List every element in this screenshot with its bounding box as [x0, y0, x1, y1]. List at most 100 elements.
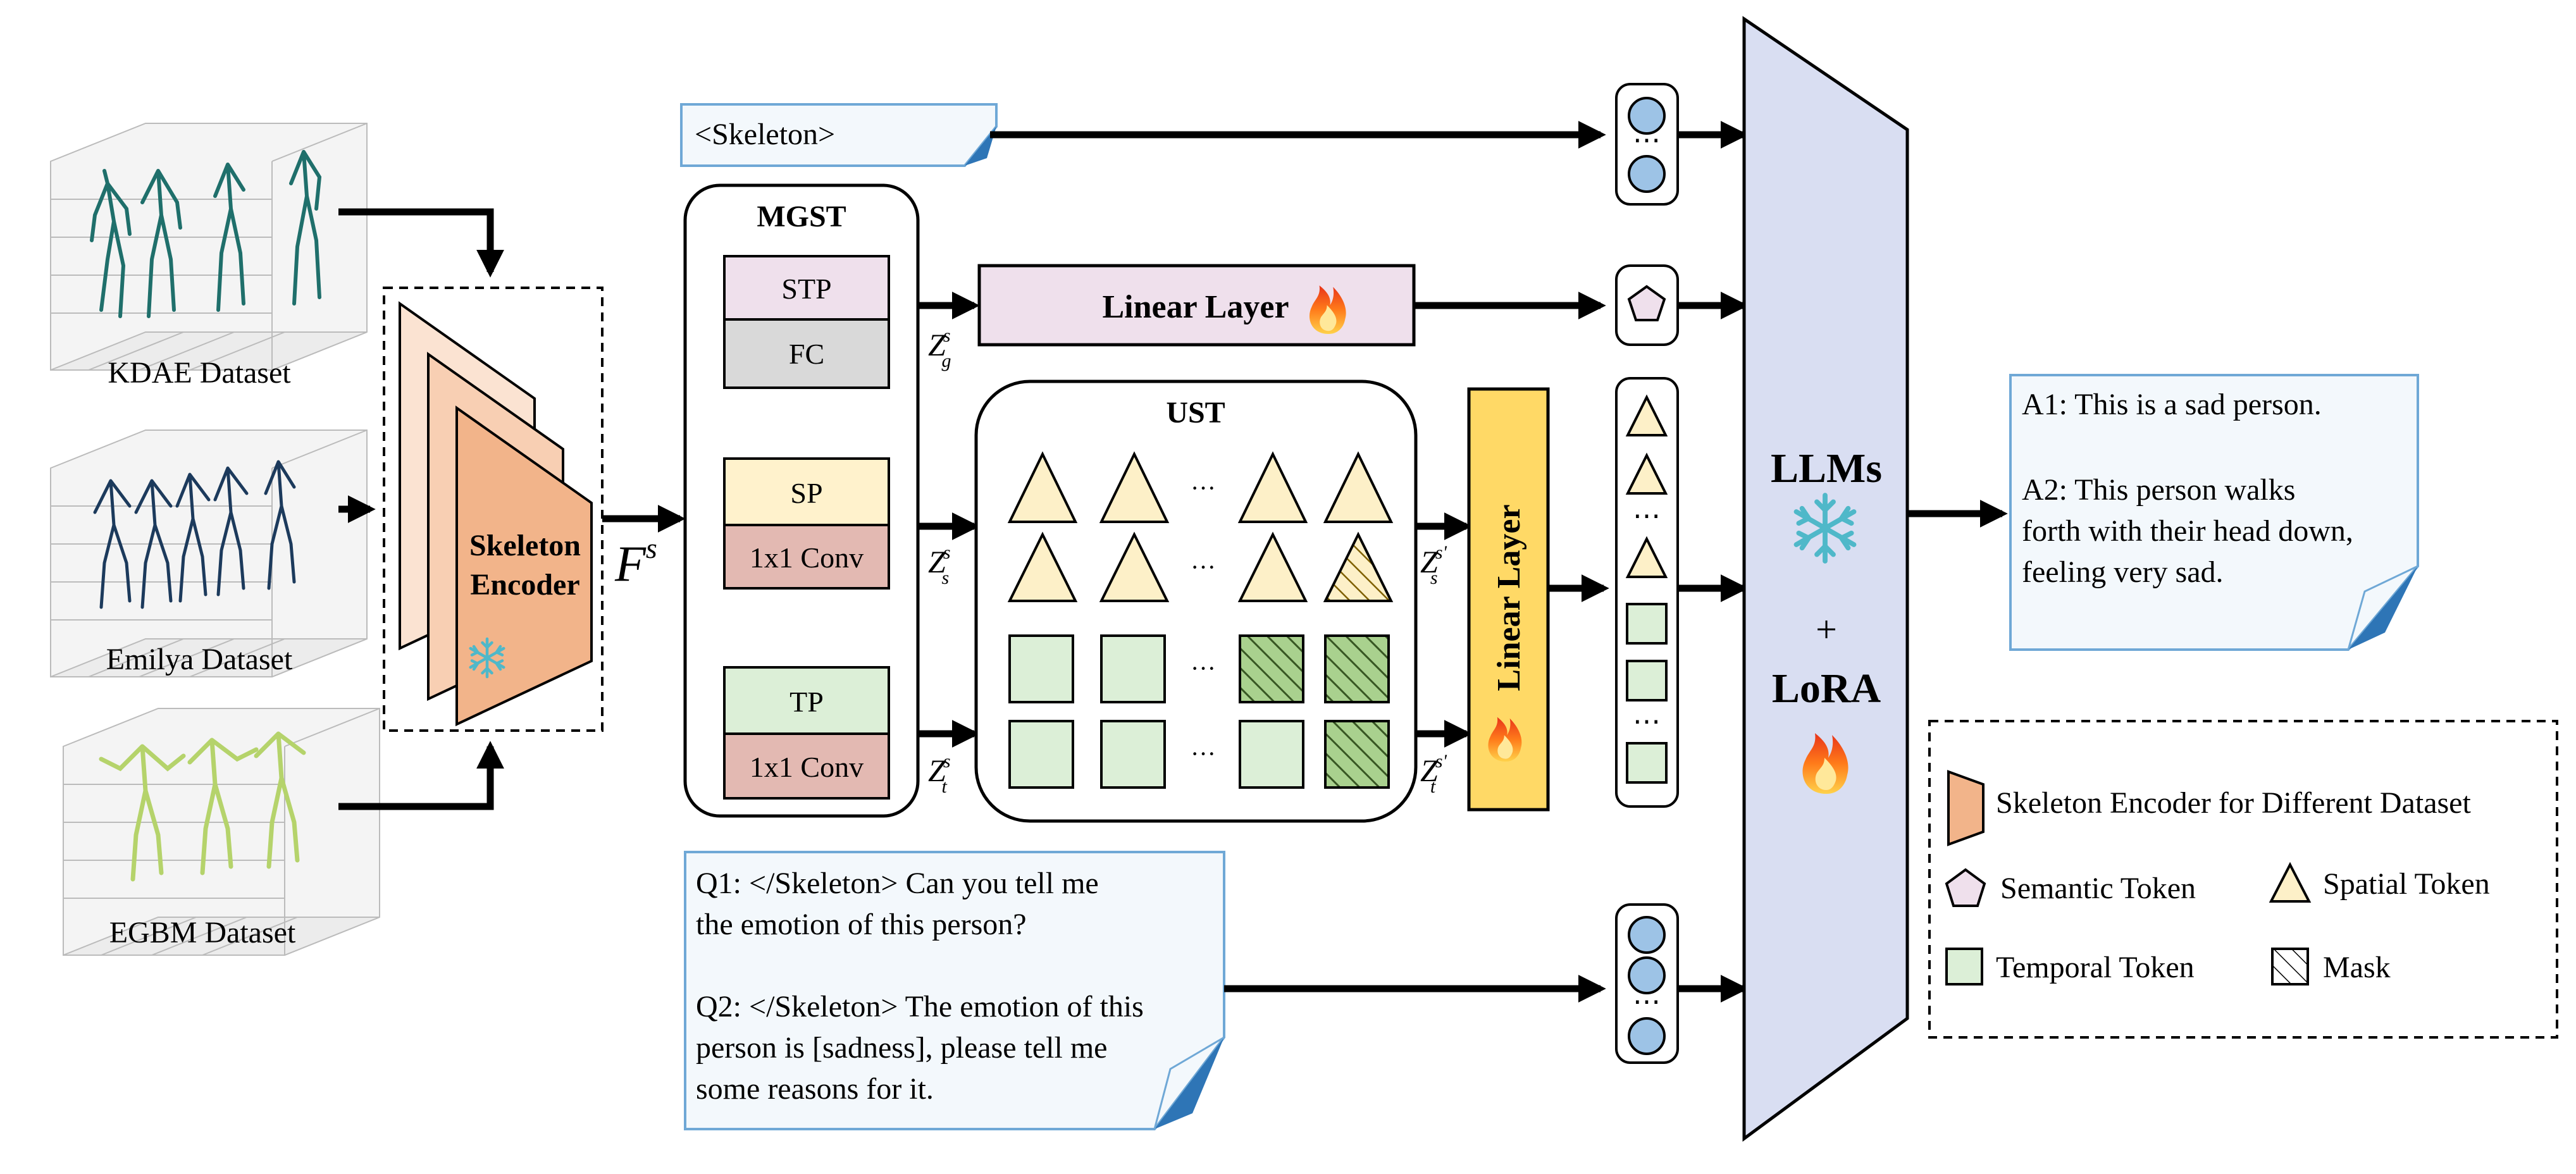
spatial-token: [1099, 531, 1170, 602]
emilya-dataset: Emilya Dataset: [50, 429, 368, 677]
encoder-dashed-box: [383, 287, 604, 732]
encoder-label-line2: Encoder: [470, 568, 579, 602]
emilya-grid: [50, 429, 368, 677]
llm-block: LLMs + LoRA: [1742, 16, 1909, 1142]
sp-label: SP: [790, 477, 822, 509]
linear-layer-top-label: Linear Layer: [1102, 289, 1289, 325]
question-q1-line2: the emotion of this person?: [696, 908, 1027, 941]
temporal-token: [1239, 720, 1304, 789]
stp-label: STP: [781, 273, 831, 305]
answer-a2-line2: forth with their head down,: [2022, 514, 2353, 548]
egbm-dataset: EGBM Dataset: [63, 708, 380, 956]
encoder-label-line1: Skeleton: [469, 529, 581, 562]
token-node: [1628, 97, 1666, 135]
dataset-arrows: [338, 208, 504, 810]
legend-mask-label: Mask: [2323, 951, 2391, 984]
spatial-token-masked: [1323, 531, 1394, 602]
question-note: Q1: </Skeleton> Can you tell me the emot…: [684, 851, 1225, 1130]
spatial-token: [1625, 536, 1668, 578]
legend-temporal-label: Temporal Token: [1996, 951, 2195, 984]
zprime-labels: Zs's Zs't: [1420, 542, 1447, 797]
temporal-token: [1626, 603, 1668, 645]
skeleton-tag-text: <Skeleton>: [695, 118, 835, 151]
spatial-temporal-token-column: ⋯ ⋯: [1615, 377, 1679, 808]
token-node: [1628, 916, 1666, 954]
zt-prime-label: Zs't: [1420, 751, 1447, 797]
skeleton-encoder: Skeleton Encoder: [383, 287, 604, 732]
ust-title: UST: [1166, 396, 1225, 429]
temporal-token: [1626, 660, 1668, 701]
emilya-label: Emilya Dataset: [106, 643, 293, 676]
spatial-token: [1237, 451, 1308, 523]
semantic-token: [1627, 285, 1666, 321]
ust-ellipsis: ···: [1191, 553, 1216, 581]
spatial-token: [1007, 451, 1078, 523]
llm-lora: LoRA: [1772, 665, 1881, 712]
spatial-token: [1323, 451, 1394, 523]
tp-conv-label: 1x1 Conv: [750, 751, 864, 783]
egbm-grid: [63, 708, 380, 956]
ust-ellipsis: ···: [1191, 654, 1216, 683]
legend-temporal-swatch: [1945, 948, 1983, 986]
spatial-token: [1625, 452, 1668, 495]
token-node: [1628, 956, 1666, 994]
temporal-token: [1100, 634, 1166, 703]
skeleton-token-column: ⋯: [1615, 83, 1679, 206]
ust-ellipsis: ···: [1191, 739, 1216, 768]
token-ellipsis: ⋯: [1633, 500, 1661, 531]
egbm-skeletons: [99, 731, 306, 882]
egbm-label: EGBM Dataset: [109, 916, 296, 949]
temporal-token: [1008, 720, 1074, 789]
question-q2-line2: person is [sadness], please tell me: [696, 1031, 1107, 1065]
ust-container: [974, 380, 1418, 823]
token-node: [1628, 1017, 1666, 1055]
fc-box: [723, 318, 890, 389]
kdae-dataset: KDAE Dataset: [50, 123, 368, 390]
sp-conv-label: 1x1 Conv: [750, 541, 864, 574]
temporal-token-masked: [1239, 634, 1304, 703]
legend-spatial-swatch: [2269, 862, 2312, 903]
emilya-skeletons: [93, 460, 296, 609]
token-node: [1628, 155, 1666, 193]
mgst-title: MGST: [757, 200, 846, 233]
legend-semantic-label: Semantic Token: [2000, 872, 2196, 905]
spatial-token: [1237, 531, 1308, 602]
legend-spatial-label: Spatial Token: [2323, 867, 2490, 901]
fc-label: FC: [789, 338, 824, 370]
spatial-token: [1099, 451, 1170, 523]
kdae-skeletons: [90, 150, 322, 318]
token-ellipsis: ⋯: [1633, 986, 1661, 1017]
answer-note: A1: This is a sad person. A2: This perso…: [2009, 374, 2419, 651]
mgst-block: MGST STP FC SP 1x1 Conv TP 1x1 Conv: [683, 183, 920, 818]
temporal-token: [1008, 634, 1074, 703]
encoder-layer-front: [455, 405, 593, 727]
linear-layer-top: Linear Layer: [977, 264, 1416, 347]
spatial-token: [1625, 394, 1668, 436]
spatial-tokens: [1007, 451, 1394, 602]
temporal-token-masked: [1324, 634, 1390, 703]
linear-layer-vertical: Linear Layer: [1467, 387, 1550, 812]
tp-label: TP: [790, 686, 824, 718]
tp-conv-box: [723, 732, 890, 800]
temporal-token: [1100, 720, 1166, 789]
tp-box: [723, 666, 890, 735]
token-ellipsis: ⋯: [1633, 125, 1661, 156]
answer-a1: A1: This is a sad person.: [2022, 388, 2322, 421]
linear-layer-vertical-label: Linear Layer: [1491, 504, 1527, 691]
answer-a2-line1: A2: This person walks: [2022, 473, 2295, 507]
ust-block: UST ··· ··· ··· ···: [974, 380, 1418, 823]
skeleton-tag-note: <Skeleton>: [680, 103, 998, 167]
question-q2-line3: some reasons for it.: [696, 1072, 934, 1106]
stp-box: [723, 255, 890, 321]
temporal-tokens: [1008, 634, 1390, 789]
question-q1-line1: Q1: </Skeleton> Can you tell me: [696, 867, 1099, 900]
token-ellipsis: ⋯: [1633, 706, 1661, 737]
answer-a2-line3: feeling very sad.: [2022, 555, 2224, 589]
llm-trapezoid: [1742, 16, 1909, 1142]
llm-plus: +: [1816, 609, 1837, 650]
